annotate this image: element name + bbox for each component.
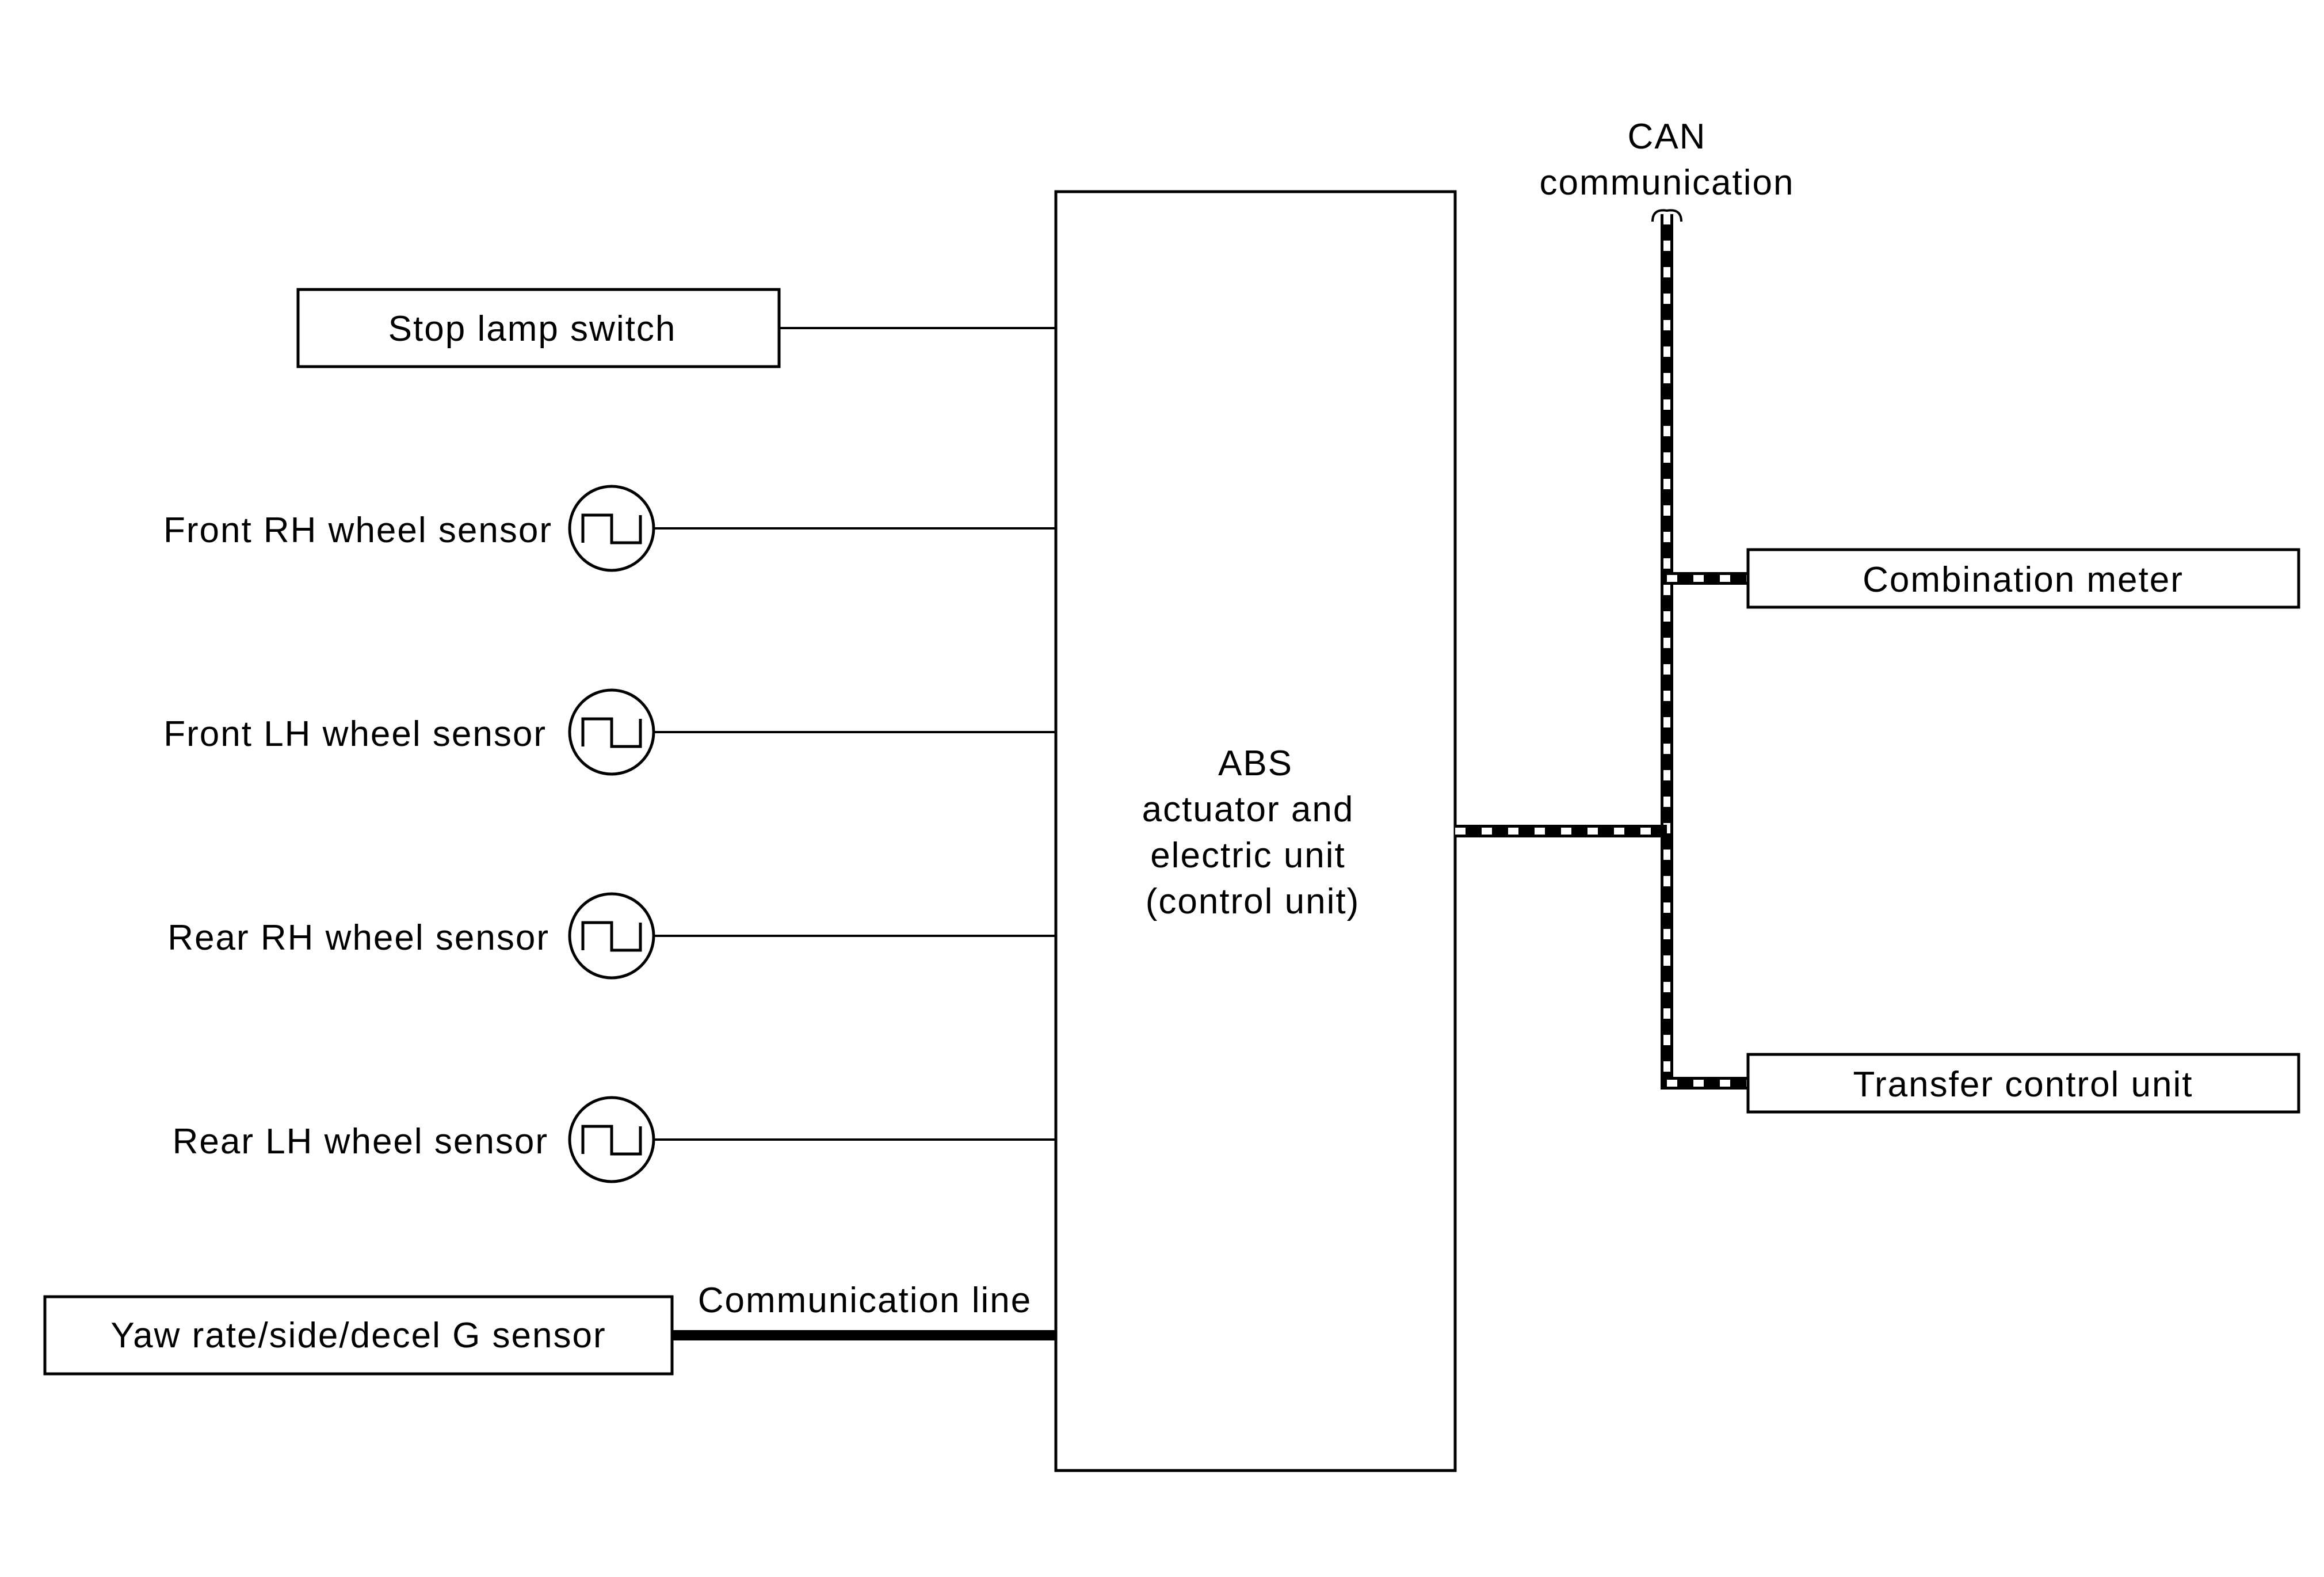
square-wave-pulse-icon: [581, 1125, 642, 1156]
abs-control-unit: ABS actuator and electric unit (control …: [1054, 190, 1457, 1472]
stop-lamp-switch: Stop lamp switch: [296, 288, 1056, 368]
rear-rh-wheel-sensor-label: Rear RH wheel sensor: [167, 918, 549, 958]
front-lh-wheel-sensor-label: Front LH wheel sensor: [163, 714, 547, 754]
transfer-control-unit-box: [1746, 1053, 2300, 1114]
rear-lh-wheel-sensor-label: Rear LH wheel sensor: [173, 1122, 548, 1161]
abs-unit-label-line-4: (control unit): [1146, 882, 1360, 921]
abs-unit-label-line-3: electric unit: [1150, 836, 1346, 875]
combination-meter: Combination meter: [1746, 548, 2300, 609]
yaw-rate-sensor: Yaw rate/side/decel G sensor Communicati…: [43, 1281, 1056, 1376]
communication-line-label: Communication line: [698, 1281, 1032, 1320]
square-wave-pulse-icon: [581, 921, 642, 952]
can-label-line-2: communication: [1540, 163, 1795, 203]
can-bus: CAN communication: [1455, 117, 1795, 1090]
yaw-rate-sensor-label: Yaw rate/side/decel G sensor: [110, 1316, 606, 1355]
stop-lamp-switch-label: Stop lamp switch: [388, 309, 677, 349]
rear-rh-wheel-sensor: Rear RH wheel sensor: [167, 892, 1056, 980]
stop-lamp-switch-box: [296, 288, 781, 368]
front-lh-wheel-sensor: Front LH wheel sensor: [163, 688, 1056, 776]
abs-unit-label-line-1: ABS: [1218, 744, 1293, 783]
abs-unit-label-line-2: actuator and: [1142, 790, 1354, 829]
square-wave-pulse-icon: [581, 513, 642, 544]
transfer-control-unit-label: Transfer control unit: [1853, 1065, 2193, 1104]
combination-meter-box: [1746, 548, 2300, 609]
rear-lh-wheel-sensor: Rear LH wheel sensor: [173, 1096, 1056, 1183]
abs-unit-box: [1054, 190, 1457, 1472]
combination-meter-label: Combination meter: [1863, 560, 2184, 600]
front-rh-wheel-sensor-label: Front RH wheel sensor: [163, 511, 552, 550]
square-wave-pulse-icon: [581, 717, 642, 748]
transfer-control-unit: Transfer control unit: [1746, 1053, 2300, 1114]
can-label-line-1: CAN: [1628, 117, 1707, 157]
front-rh-wheel-sensor: Front RH wheel sensor: [163, 485, 1056, 572]
can-bus-break-mark: [1651, 209, 1682, 222]
